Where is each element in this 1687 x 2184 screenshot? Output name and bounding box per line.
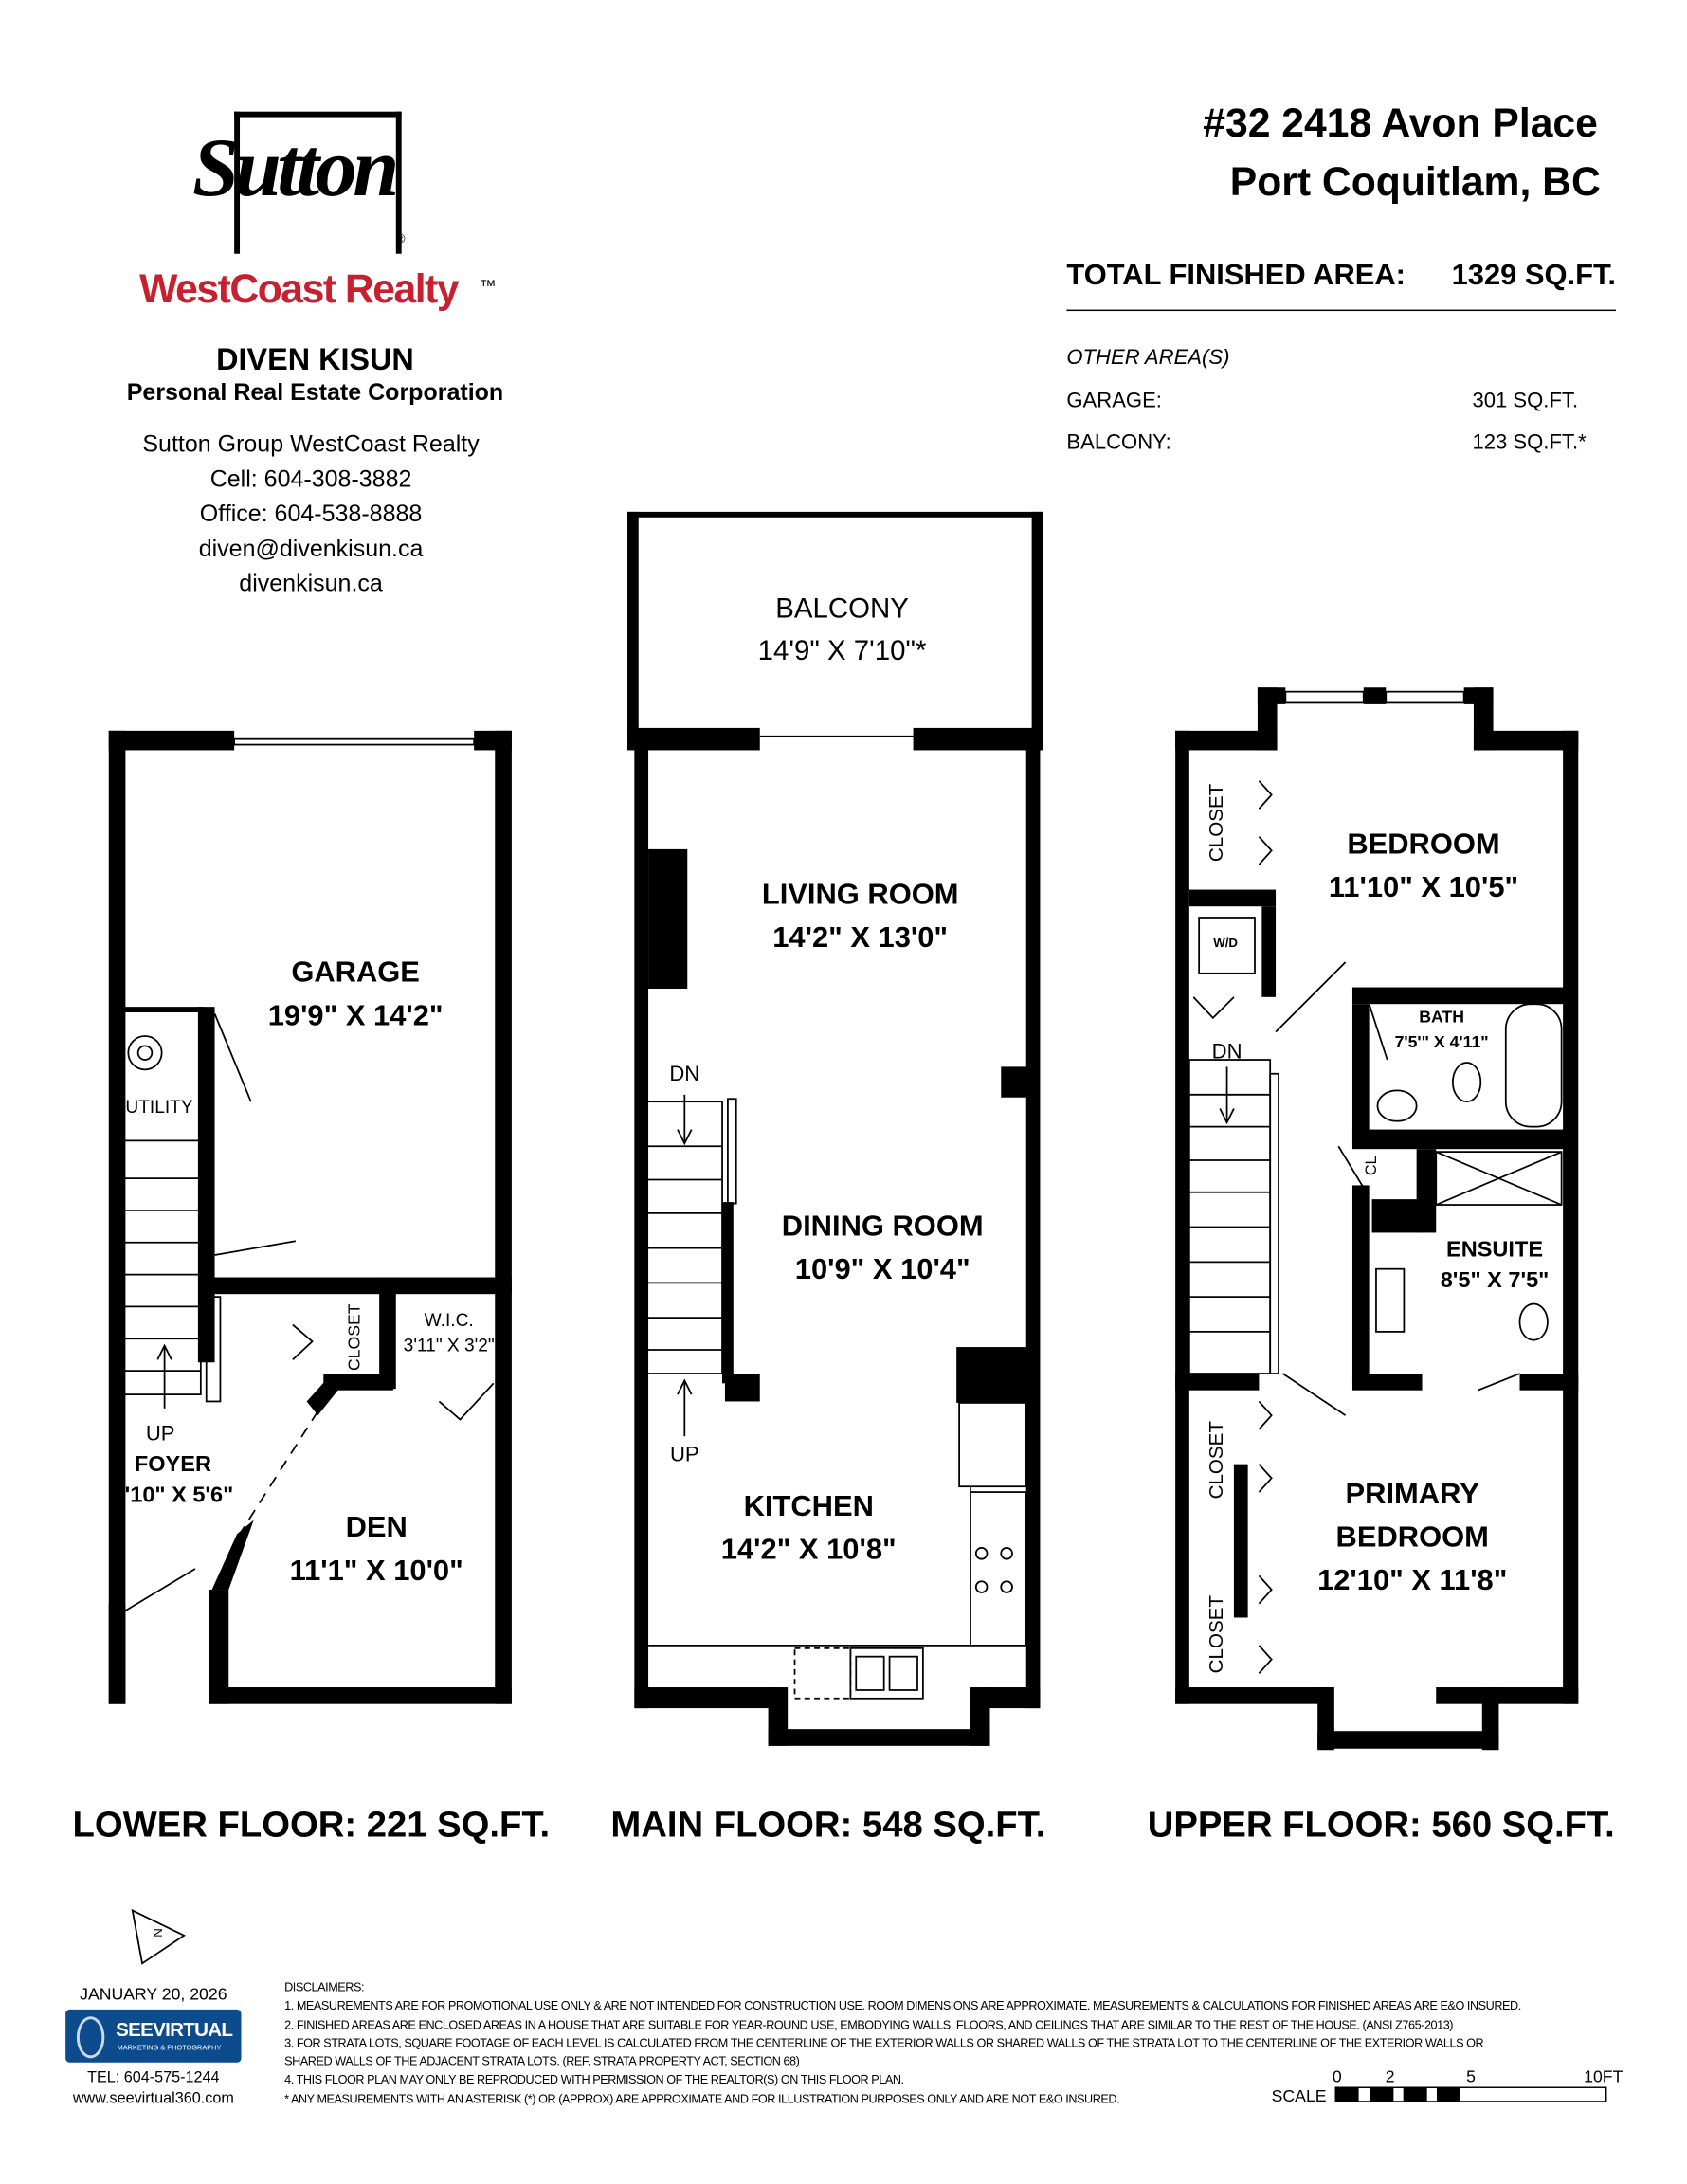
seevirtual-tel: TEL: 604-575-1244 [87,2069,220,2086]
garage-area-label: GARAGE: [1066,389,1162,413]
lower-floor-label: LOWER FLOOR: 221 SQ.FT. [72,1803,551,1846]
scale-bar [1334,2086,1607,2102]
scale-label: SCALE [1271,2085,1327,2106]
agent-company: Sutton Group WestCoast Realty [142,430,480,458]
agent-office: Office: 604-538-8888 [199,500,423,528]
main-floor-label: MAIN FLOOR: 548 SQ.FT. [610,1803,1046,1846]
agent-cell: Cell: 604-308-3882 [209,465,412,493]
up-label: UP [669,1443,699,1467]
scale-tick: 0 [1332,2066,1342,2086]
date: JANUARY 20, 2026 [80,1984,227,2004]
property-address-line1: #32 2418 Avon Place [1203,101,1598,147]
dn-label: DN [669,1062,700,1086]
scale-tick: 5 [1466,2066,1476,2086]
upper-floor-label: UPPER FLOOR: 560 SQ.FT. [1147,1803,1615,1846]
scale-tick: 2 [1385,2066,1395,2086]
upper-floor-walls [1175,687,1579,1751]
closet-label: CLOSET [1205,783,1227,863]
lower-floor-fixtures [121,737,495,1702]
north-label: N [151,1928,165,1938]
closet-label: CLOSET [1205,1594,1227,1674]
main-floor-walls [626,511,1043,1746]
wic-label: W.I.C.3'11" X 3'2" [403,1309,495,1356]
balcony-area-value: 123 SQ.FT.* [1472,430,1587,455]
agent-website[interactable]: divenkisun.ca [239,570,383,597]
main-floor-fixtures [644,735,1027,1743]
total-area-value: 1329 SQ.FT. [1451,259,1617,292]
total-area-label: TOTAL FINISHED AREA: [1066,259,1406,292]
divider [1066,309,1617,312]
lower-floor-walls [108,730,512,1704]
scale-tick: 10FT [1584,2066,1624,2086]
seevirtual-website[interactable]: www.seevirtual360.com [72,2090,234,2107]
garage-area-value: 301 SQ.FT. [1472,389,1579,413]
north-arrow-icon [131,1908,186,1965]
cl-label: CL [1363,1156,1381,1176]
other-areas-label: OTHER AREA(S) [1066,345,1230,370]
closet-label: CLOSET [344,1303,364,1372]
dn-label: DN [1211,1040,1243,1065]
utility-label: UTILITY [125,1096,193,1118]
agent-corp: Personal Real Estate Corporation [126,379,504,407]
closet-label: CLOSET [1205,1421,1227,1500]
disclaimers: DISCLAIMERS:1. MEASUREMENTS ARE FOR PROM… [284,1979,1521,2106]
upper-floor-fixtures [1188,690,1563,1746]
agent-email[interactable]: diven@divenkisun.ca [198,535,424,562]
up-label: UP [145,1422,175,1447]
property-address-line2: Port Coquitlam, BC [1229,160,1601,206]
balcony-area-label: BALCONY: [1066,430,1171,455]
agent-name: DIVEN KISUN [216,341,414,377]
washer-dryer-label: W/D [1213,936,1238,950]
seevirtual-logo: SEEVIRTUAL MARKETING & PHOTOGRAPHY [65,2009,242,2063]
logo-swirl-icon [76,2016,105,2059]
